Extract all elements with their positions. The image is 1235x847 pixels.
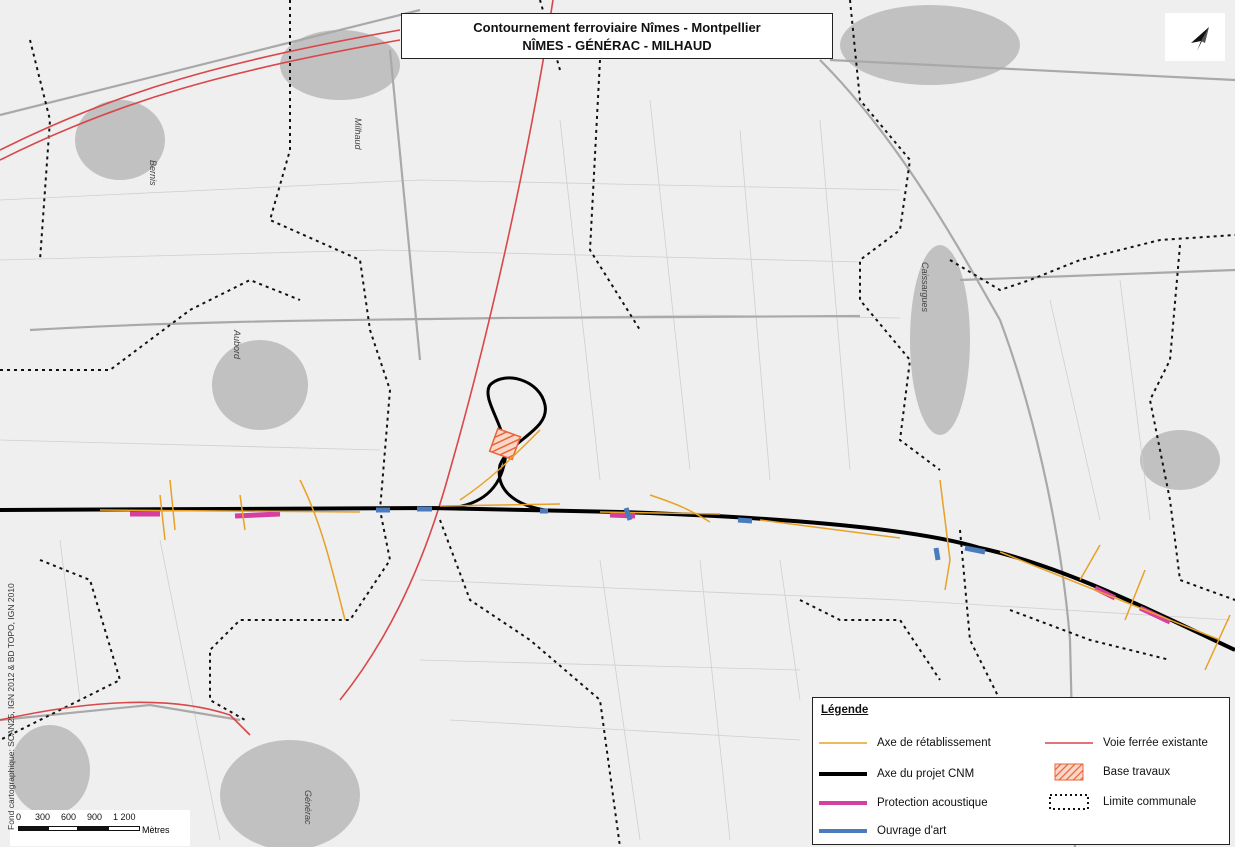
place-labels: Milhaud Aubord Bernis Générac Caissargue… [148,118,930,825]
ouvrages-art [376,506,986,561]
legend-item-base-travaux: Base travaux [1039,763,1170,781]
legend-item-protection: Protection acoustique [813,794,988,812]
road-south [0,703,241,722]
legend-label: Voie ferrée existante [1103,737,1208,749]
road-rn113 [829,58,1235,82]
legend-label: Axe de rétablissement [877,737,991,749]
road-north [0,8,421,117]
map-title: Contournement ferroviaire Nîmes - Montpe… [473,20,761,35]
road-west [29,314,861,332]
rail-north-b [0,39,401,161]
legend-label: Protection acoustique [877,797,988,809]
roads [0,8,1235,847]
urban-caissargues [910,245,970,435]
legend-label: Axe du projet CNM [877,768,975,780]
existing-rail [0,0,554,736]
scale-tick: 300 [35,812,51,822]
scale-tick: 0 [16,812,22,822]
legend-label: Ouvrage d'art [877,825,947,837]
field-lines [0,99,1231,841]
legend: Légende Axe de rétablissement Axe du pro… [812,697,1230,845]
base-travaux-site [488,427,522,461]
label-milhaud: Milhaud [353,118,363,151]
rail-south [0,701,251,736]
scale-tick: 900 [87,812,103,822]
legend-item-limite-communale: Limite communale [1039,793,1196,811]
restoration-axes [99,429,1231,671]
legend-item-axe-projet: Axe du projet CNM [813,765,974,783]
label-caissargues: Caissargues [920,262,930,313]
scale-unit: Mètres [142,825,170,835]
legend-label: Base travaux [1103,766,1171,778]
legend-title: Légende [821,704,869,716]
urban-aubord [212,340,308,430]
north-arrow-icon [1165,13,1225,61]
map-credit: Fond cartographique: SCAN25, IGN 2012 & … [6,583,16,830]
rail-diagonal [339,0,554,701]
legend-label: Limite communale [1103,796,1197,808]
scale-bar: 0 300 600 900 1 200 Mètres [10,810,190,846]
urban-areas [10,5,1220,847]
road-d135 [388,49,422,361]
label-aubord: Aubord [232,329,242,360]
label-generac: Générac [303,790,313,825]
road-east [959,268,1235,282]
urban-nimes [840,5,1020,85]
map-title-box: Contournement ferroviaire Nîmes - Montpe… [401,13,833,59]
urban-east [1140,430,1220,490]
scale-tick: 1 200 [113,812,136,822]
legend-item-voie-ferree: Voie ferrée existante [1039,734,1208,752]
legend-item-ouvrage: Ouvrage d'art [813,822,946,840]
map-subtitle: NÎMES - GÉNÉRAC - MILHAUD [522,38,712,53]
legend-item-axe-retablissement: Axe de rétablissement [813,734,991,752]
project-loop [449,376,547,512]
urban-bernis [75,100,165,180]
rail-north [0,29,401,151]
road-a9 [819,59,1077,847]
scale-tick: 600 [61,812,77,822]
label-bernis: Bernis [148,160,158,186]
urban-south-west [10,725,90,815]
urban-generac [220,740,360,847]
